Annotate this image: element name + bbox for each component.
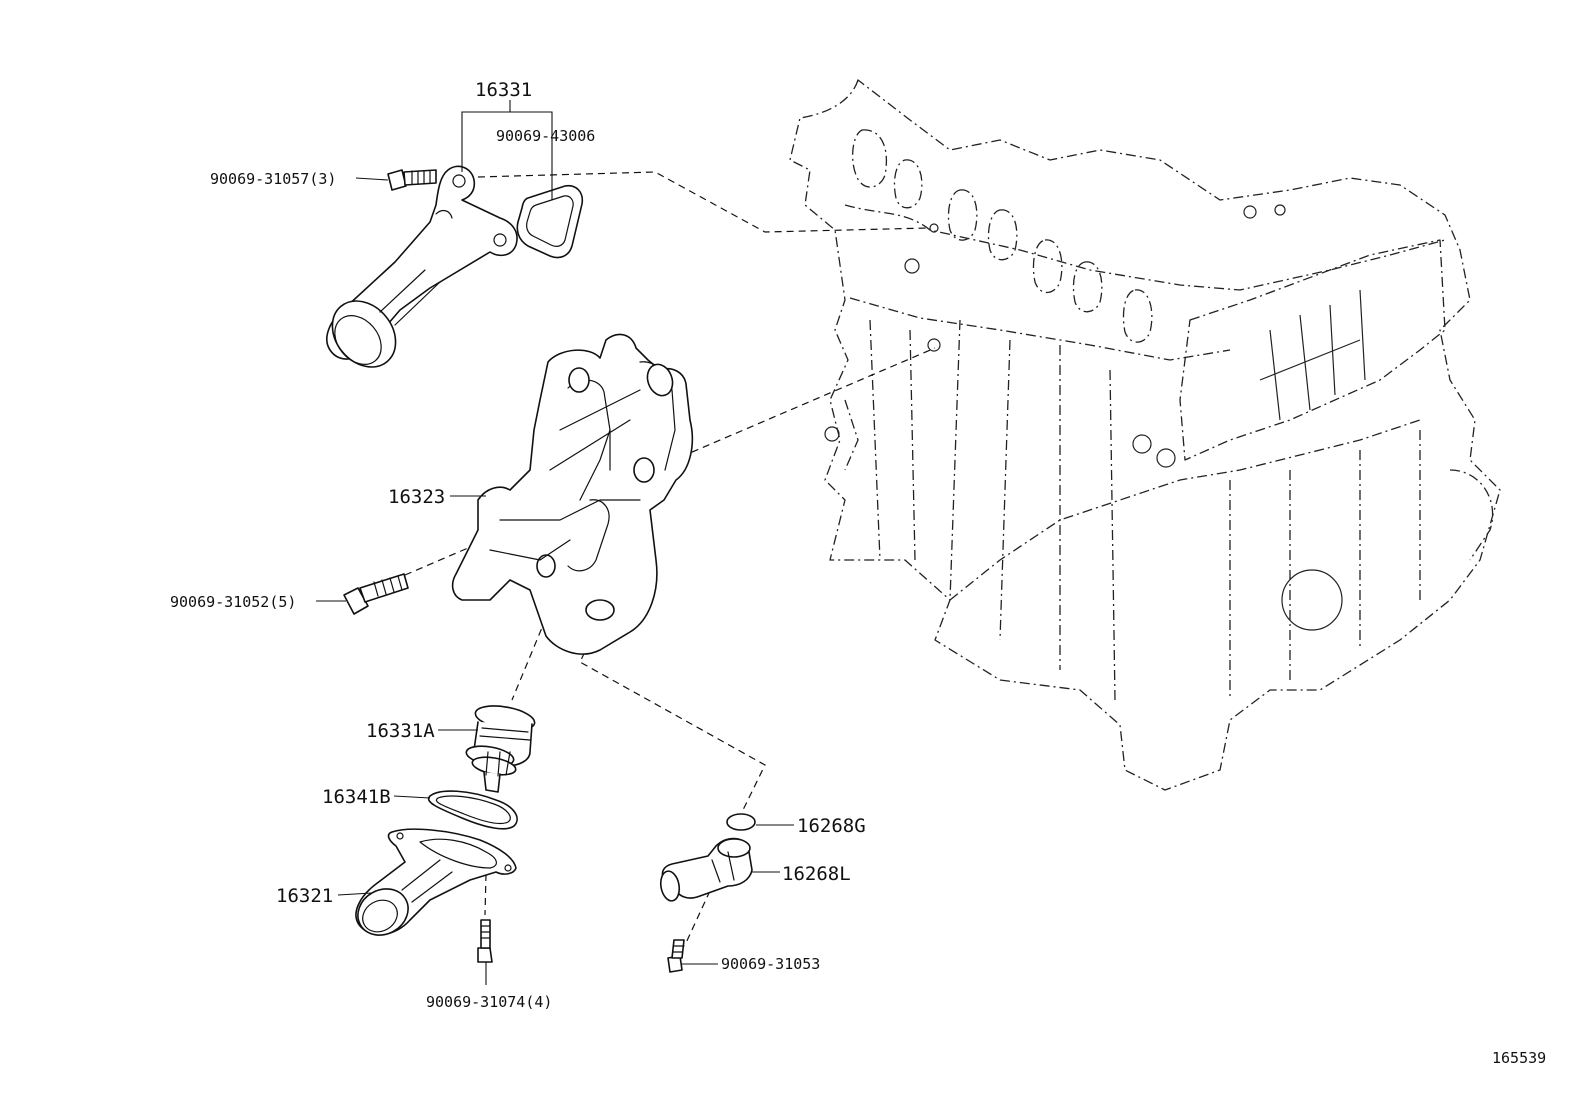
o-ring	[726, 813, 756, 831]
label-90069-31052: 90069-31052(5)	[170, 593, 296, 611]
label-90069-31053: 90069-31053	[721, 955, 820, 973]
label-16331A: 16331A	[366, 720, 435, 742]
engine-block	[789, 79, 1501, 791]
label-16323: 16323	[388, 486, 445, 508]
bolt-pipe	[667, 939, 685, 973]
labels: 16331 90069-43006 90069-31057(3) 16323 9…	[170, 79, 1546, 1067]
bolt-housing	[343, 573, 409, 615]
label-16331: 16331	[475, 79, 532, 101]
gasket-upper	[516, 184, 584, 259]
label-16341B: 16341B	[322, 786, 391, 808]
label-16268L: 16268L	[782, 863, 851, 885]
label-90069-31074: 90069-31074(4)	[426, 993, 552, 1011]
label-16268G: 16268G	[797, 815, 866, 837]
label-90069-43006: 90069-43006	[496, 127, 595, 145]
label-90069-31057: 90069-31057(3)	[210, 170, 336, 188]
figure-number: 165539	[1492, 1049, 1546, 1067]
bolt-upper	[387, 169, 437, 191]
label-leaders	[316, 100, 794, 985]
thermostat-outlet-upper	[326, 165, 518, 368]
water-inlet	[355, 828, 517, 936]
thermostat	[465, 705, 536, 793]
label-16321: 16321	[276, 885, 333, 907]
bolt-inlet	[477, 919, 493, 963]
water-pipe	[659, 837, 753, 902]
water-housing	[451, 333, 694, 655]
gasket-thermostat	[427, 790, 518, 830]
